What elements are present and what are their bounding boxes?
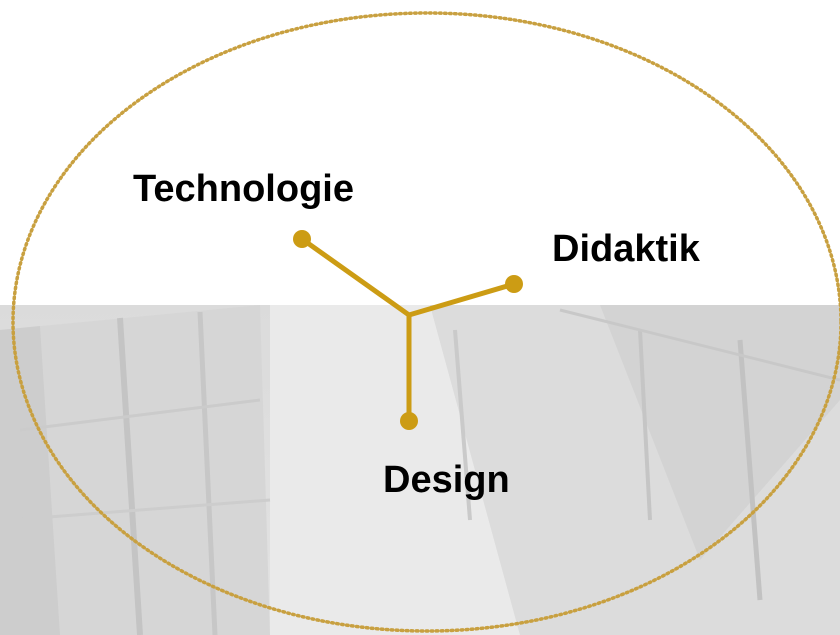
connector-technologie xyxy=(299,236,412,318)
connector-didaktik xyxy=(406,281,517,318)
node-label-technologie: Technologie xyxy=(133,168,354,210)
node-label-design: Design xyxy=(383,459,510,501)
tri-connector xyxy=(293,230,523,430)
node-label-didaktik: Didaktik xyxy=(552,228,700,270)
ellipse-frame xyxy=(11,11,840,633)
background-photo xyxy=(0,305,840,635)
node-dot-didaktik xyxy=(505,275,523,293)
node-dot-design xyxy=(400,412,418,430)
node-dot-technologie xyxy=(293,230,311,248)
